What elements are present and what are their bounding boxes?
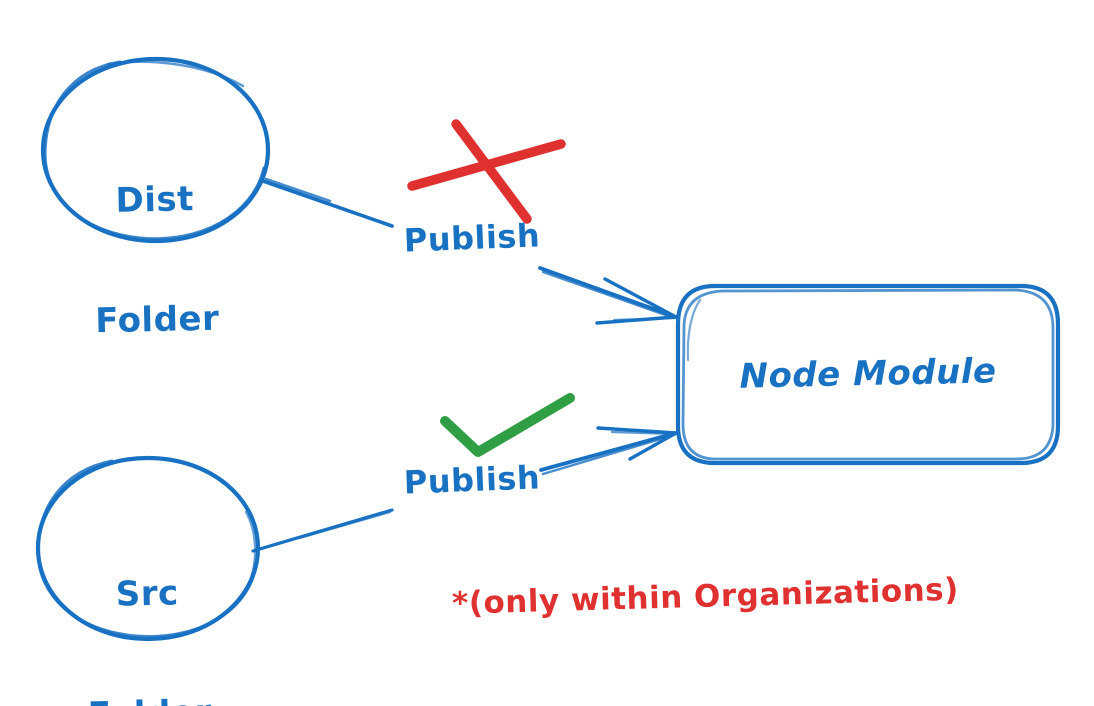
src-folder-label-line1: Src (115, 573, 180, 615)
edge-src-to-publish-line (251, 508, 394, 553)
dist-folder-ellipse[interactable] (40, 56, 271, 244)
node-module-box[interactable] (675, 283, 1061, 466)
dist-folder-label: Dist Folder (40, 98, 273, 423)
src-folder-ellipse[interactable] (35, 455, 261, 642)
edge-dist-publish-arrow (538, 266, 678, 325)
src-folder-label: Src Folder (35, 492, 263, 706)
edge-src-publish-arrow (539, 426, 678, 476)
red-x-mark (407, 119, 566, 224)
node-module-label: Node Module (739, 351, 997, 397)
dist-folder-label-line2: Folder (94, 298, 220, 342)
edge-label-dist-publish: Publish (403, 216, 541, 260)
edge-dist-to-publish-line (261, 177, 394, 228)
src-folder-label-line2: Folder (39, 692, 261, 706)
green-check-mark (440, 393, 575, 457)
edge-label-src-publish: Publish (403, 458, 541, 502)
dist-folder-label-line1: Dist (115, 179, 195, 221)
